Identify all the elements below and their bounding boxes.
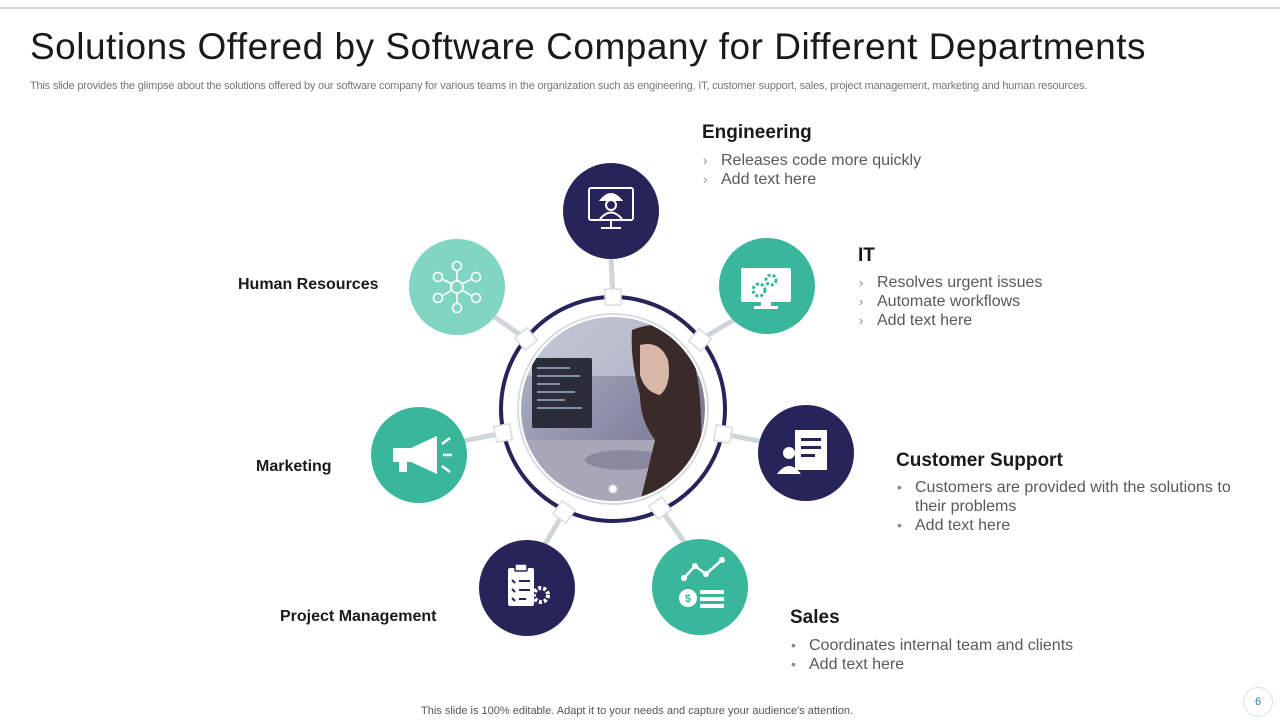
project-management-title: Project Management [280, 608, 437, 625]
center-photo [521, 317, 705, 501]
footer-text: This slide is 100% editable. Adapt it to… [421, 705, 853, 717]
marketing-node[interactable] [371, 407, 467, 503]
support-document-icon [777, 430, 827, 474]
sales-title: Sales [790, 607, 840, 628]
engineering-node[interactable] [563, 163, 659, 259]
page-title: Solutions Offered by Software Company fo… [30, 26, 1146, 67]
customer-support-title: Customer Support [896, 450, 1063, 471]
customer-support-bullet: Add text here [896, 516, 1241, 535]
sales-growth-icon: $ [679, 557, 725, 608]
customer-support-bullets: Customers are provided with the solution… [896, 478, 1241, 535]
it-bullet: Automate workflows [858, 292, 1158, 311]
it-bullet: Add text here [858, 311, 1158, 330]
engineering-bullet: Releases code more quickly [702, 151, 1002, 170]
monitor-gears-icon [741, 268, 791, 309]
it-title: IT [858, 245, 875, 266]
page-number: 6 [1243, 687, 1273, 717]
human-resources-title: Human Resources [238, 276, 379, 293]
human-resources-node[interactable] [409, 239, 505, 335]
top-divider [0, 7, 1280, 9]
clipboard-gear-icon [508, 563, 550, 606]
customer-support-bullet: Customers are provided with the solution… [896, 478, 1241, 516]
it-bullet: Resolves urgent issues [858, 273, 1158, 292]
footer-note: This slide is 100% editable. Adapt it to… [0, 705, 1280, 717]
page-subtitle: This slide provides the glimpse about th… [30, 80, 1088, 92]
marketing-title: Marketing [256, 458, 332, 475]
it-bullets: Resolves urgent issues Automate workflow… [858, 273, 1158, 330]
project-management-node[interactable] [479, 540, 575, 636]
it-node[interactable] [719, 238, 815, 334]
network-people-icon [432, 260, 482, 314]
megaphone-icon [393, 436, 452, 474]
ring-connectors [492, 288, 734, 525]
customer-support-node[interactable] [758, 405, 854, 501]
sales-bullets: Coordinates internal team and clients Ad… [790, 636, 1110, 674]
sales-bullet: Add text here [790, 655, 1110, 674]
engineering-bullets: Releases code more quickly Add text here [702, 151, 1002, 189]
sales-node[interactable]: $ [652, 539, 748, 635]
svg-text:$: $ [685, 593, 691, 605]
engineering-title: Engineering [702, 122, 812, 143]
sales-bullet: Coordinates internal team and clients [790, 636, 1110, 655]
engineering-bullet: Add text here [702, 170, 1002, 189]
inner-ring [517, 313, 709, 505]
engineer-monitor-icon [588, 187, 634, 229]
